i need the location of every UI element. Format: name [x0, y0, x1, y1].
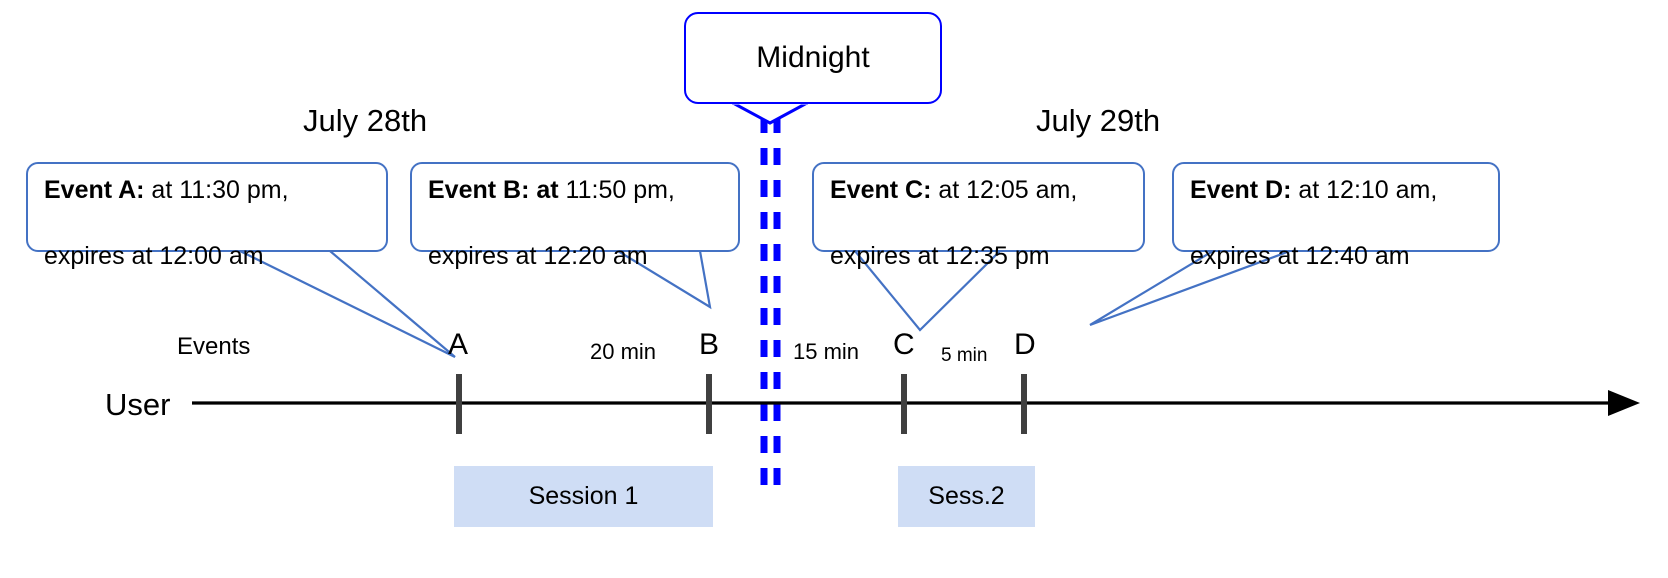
date-label-july-28: July 28th	[303, 103, 428, 138]
date-label-july-29: July 29th	[1036, 103, 1161, 138]
timeline-axis	[192, 390, 1640, 416]
gap-label-20-min: 20 min	[590, 339, 657, 364]
callout-event-d: Event D: at 12:10 am, expires at 12:40 a…	[1172, 162, 1500, 270]
midnight-label: Midnight	[756, 41, 870, 74]
callout-event-d-rest: at 12:10 am,	[1291, 176, 1438, 204]
gap-label-15-min: 15 min	[793, 339, 860, 364]
callout-event-d-text: Event D: at 12:10 am, expires at 12:40 a…	[1174, 141, 1453, 273]
callout-event-a-text: Event A: at 11:30 pm, expires at 12:00 a…	[28, 141, 305, 273]
callout-event-c-bold: Event C:	[830, 176, 932, 204]
callout-event-d-line2: expires at 12:40 am	[1190, 242, 1410, 270]
gap-label-5-min: 5 min	[941, 345, 988, 366]
session-block-1-label: Session 1	[528, 482, 639, 510]
event-letter-b: B	[699, 328, 720, 361]
events-row-label: Events	[177, 333, 251, 360]
event-letter-c: C	[893, 328, 915, 361]
session-block-2-label: Sess.2	[928, 482, 1005, 510]
event-letter-a: A	[448, 328, 469, 361]
callout-event-b-bold: Event B: at	[428, 176, 559, 204]
midnight-callout-tail	[732, 99, 808, 125]
callout-event-c-text: Event C: at 12:05 am, expires at 12:35 p…	[814, 141, 1093, 273]
session-block-1: Session 1	[454, 466, 713, 527]
callout-event-b-text: Event B: at 11:50 pm, expires at 12:20 a…	[412, 141, 691, 273]
event-letter-d: D	[1014, 328, 1036, 361]
event-tick-markers	[456, 374, 1027, 434]
callout-event-b-line2: expires at 12:20 am	[428, 242, 648, 270]
midnight-dashed-line	[760, 116, 781, 500]
callout-event-a-line2: expires at 12:00 am	[44, 242, 264, 270]
session-block-2: Sess.2	[898, 466, 1035, 527]
callout-event-a: Event A: at 11:30 pm, expires at 12:00 a…	[26, 162, 388, 270]
callout-event-b: Event B: at 11:50 pm, expires at 12:20 a…	[410, 162, 740, 270]
callout-event-a-bold: Event A:	[44, 176, 145, 204]
callout-event-d-bold: Event D:	[1190, 176, 1292, 204]
callout-event-c-line2: expires at 12:35 pm	[830, 242, 1050, 270]
callout-event-b-rest: 11:50 pm,	[558, 176, 675, 204]
midnight-callout: Midnight	[684, 12, 942, 104]
callout-event-a-rest: at 11:30 pm,	[144, 176, 289, 204]
callout-event-c: Event C: at 12:05 am, expires at 12:35 p…	[812, 162, 1145, 270]
callout-event-c-rest: at 12:05 am,	[931, 176, 1078, 204]
user-row-label: User	[105, 387, 171, 422]
